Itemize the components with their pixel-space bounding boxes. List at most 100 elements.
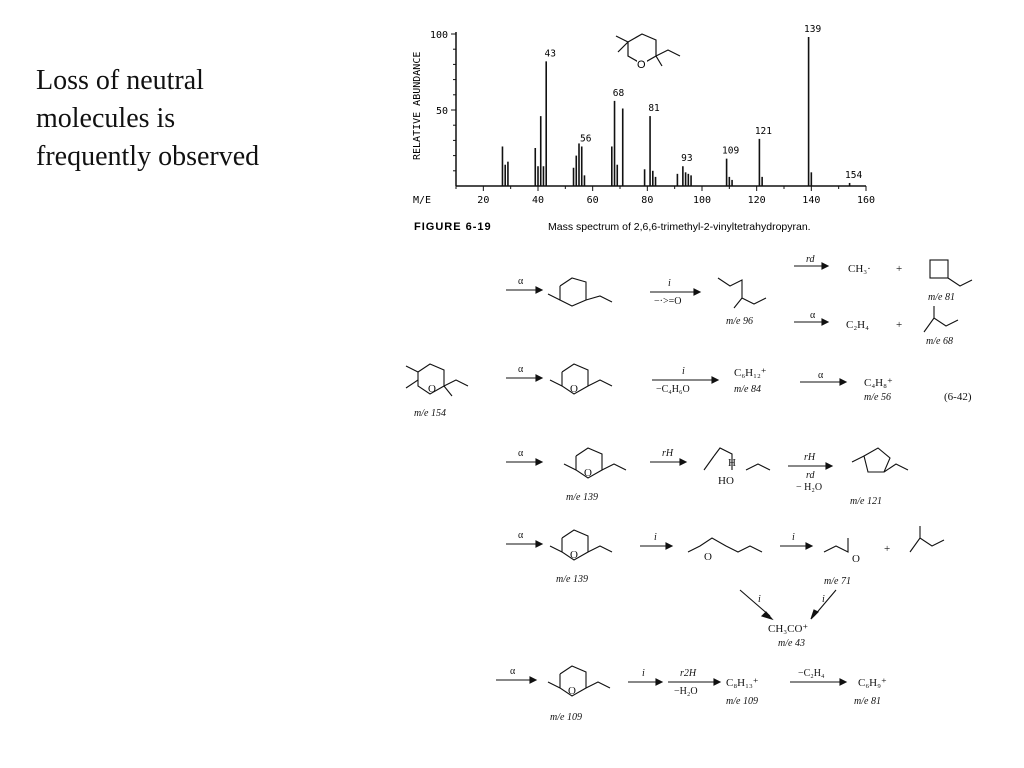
parent-molecule bbox=[405, 363, 469, 397]
row4-ion bbox=[549, 529, 613, 561]
y-axis-label: RELATIVE ABUNDANCE bbox=[412, 52, 423, 160]
peak-label: 81 bbox=[648, 103, 660, 114]
figure-caption: Mass spectrum of 2,6,6-trimethyl-2-vinyl… bbox=[548, 221, 811, 233]
row2-i: i bbox=[682, 366, 685, 377]
row4-acylium-mz: m/e 43 bbox=[778, 638, 805, 649]
y-ticks: 50 100 bbox=[430, 30, 456, 172]
row4-i-4: i bbox=[822, 594, 825, 605]
row4-intermediate bbox=[687, 537, 763, 553]
row4-alpha: α bbox=[518, 530, 524, 541]
row5-formula-mz: m/e 109 bbox=[726, 696, 758, 707]
scheme-labels: (6-42) O m/e 154 α i −·>=O m/e 96 rd CH₃… bbox=[414, 254, 972, 723]
row2-formula: C₆H₁₂⁺ bbox=[734, 367, 767, 379]
x-tick-label: 40 bbox=[532, 195, 544, 206]
row2-ion bbox=[549, 363, 613, 395]
row4-oxygen: O bbox=[704, 551, 712, 563]
row1-butadiene-mz: m/e 68 bbox=[926, 336, 953, 347]
row1-ch3: CH₃· bbox=[848, 263, 871, 275]
peak-label: 121 bbox=[755, 126, 772, 137]
row5-product-mz: m/e 81 bbox=[854, 696, 881, 707]
peak-label: 139 bbox=[804, 24, 821, 35]
diene-product bbox=[909, 526, 945, 553]
row1-rd: rd bbox=[806, 254, 816, 265]
row1-alpha: α bbox=[518, 276, 524, 287]
row5-alpha: α bbox=[510, 666, 516, 677]
row3-rd: rd bbox=[806, 470, 816, 481]
row3-rH: rH bbox=[662, 448, 674, 459]
peak-label: 109 bbox=[722, 146, 739, 157]
row3-product-mz: m/e 121 bbox=[850, 496, 882, 507]
parent-mz: m/e 154 bbox=[414, 408, 446, 419]
row3-mz: m/e 139 bbox=[566, 492, 598, 503]
x-ticks: 20 40 60 80 100 120 140 160 bbox=[455, 186, 875, 206]
row1-product bbox=[717, 277, 767, 309]
acetyl-cation-product bbox=[823, 538, 849, 553]
row5-ring-oxygen: O bbox=[568, 685, 576, 697]
cyclopentene-product bbox=[851, 447, 909, 473]
row3-alpha: α bbox=[518, 448, 524, 459]
butadiene-product bbox=[923, 306, 959, 333]
peak-label: 93 bbox=[681, 153, 692, 164]
slide-text-line-3: frequently observed bbox=[36, 141, 260, 172]
row2-ring-oxygen: O bbox=[570, 383, 578, 395]
row5-ion bbox=[547, 665, 611, 697]
mass-spectrum: RELATIVE ABUNDANCE M/E 50 100 20 40 60 80 100… bbox=[412, 24, 875, 233]
cyclobutene-product bbox=[929, 259, 973, 287]
row3-ion bbox=[563, 447, 627, 479]
x-tick-label: 60 bbox=[587, 195, 599, 206]
row1-plus-1: + bbox=[896, 263, 902, 275]
row1-i: i bbox=[668, 278, 671, 289]
row3-rH-2: rH bbox=[804, 452, 816, 463]
row5-loss: −C₂H₄ bbox=[798, 668, 825, 679]
x-tick-label: 140 bbox=[802, 195, 820, 206]
y-tick-label: 100 bbox=[430, 30, 448, 41]
row5-i: i bbox=[642, 668, 645, 679]
slide-text: Loss of neutral molecules is frequently … bbox=[36, 62, 336, 176]
row3-water: − H₂O bbox=[796, 482, 822, 493]
row3-ring-oxygen: O bbox=[584, 467, 592, 479]
x-axis-label: M/E bbox=[413, 195, 431, 206]
row3-ho: HO bbox=[718, 475, 734, 487]
row2-loss: −C₄H₆O bbox=[656, 384, 690, 395]
x-tick-label: 120 bbox=[748, 195, 766, 206]
row2-product: C₄H₈⁺ bbox=[864, 377, 893, 389]
row3-intermediate bbox=[703, 447, 771, 471]
row4-ring-oxygen: O bbox=[570, 549, 578, 561]
x-tick-label: 100 bbox=[693, 195, 711, 206]
equation-number: (6-42) bbox=[944, 391, 972, 403]
row2-alpha-2: α bbox=[818, 370, 824, 381]
peak-label: 56 bbox=[580, 133, 592, 144]
spectrum-peaks bbox=[501, 37, 851, 186]
row4-plus: + bbox=[884, 543, 890, 555]
row2-mz: m/e 84 bbox=[734, 384, 761, 395]
slide-text-line-1: Loss of neutral bbox=[36, 65, 204, 96]
row1-ion bbox=[547, 277, 613, 307]
row1-alpha-2: α bbox=[810, 310, 816, 321]
row2-product-mz: m/e 56 bbox=[864, 392, 891, 403]
fragmentation-scheme bbox=[405, 259, 973, 697]
row5-product: C₆H₉⁺ bbox=[858, 677, 887, 689]
row4-i: i bbox=[654, 532, 657, 543]
y-tick-label: 50 bbox=[436, 106, 448, 117]
row1-cyclobutene-mz: m/e 81 bbox=[928, 292, 955, 303]
row1-loss: −·>=O bbox=[654, 296, 681, 307]
x-tick-label: 20 bbox=[477, 195, 489, 206]
row1-plus-2: + bbox=[896, 319, 902, 331]
row1-product-mz: m/e 96 bbox=[726, 316, 753, 327]
row4-i-3: i bbox=[758, 594, 761, 605]
row3-h: H bbox=[728, 457, 736, 469]
x-tick-label: 80 bbox=[641, 195, 653, 206]
row4-acylium: CH₃CO⁺ bbox=[768, 623, 808, 635]
row5-r2H: r2H bbox=[680, 668, 697, 679]
parent-oxygen: O bbox=[428, 383, 436, 395]
row5-water: −H₂O bbox=[674, 686, 698, 697]
row5-mz: m/e 109 bbox=[550, 712, 582, 723]
peak-label: 68 bbox=[613, 88, 625, 99]
ring-oxygen: O bbox=[637, 59, 646, 71]
vinyltetrahydropyran-structure bbox=[615, 33, 681, 69]
x-tick-label: 160 bbox=[857, 195, 875, 206]
peak-label: 154 bbox=[845, 170, 862, 181]
row4-mz: m/e 139 bbox=[556, 574, 588, 585]
